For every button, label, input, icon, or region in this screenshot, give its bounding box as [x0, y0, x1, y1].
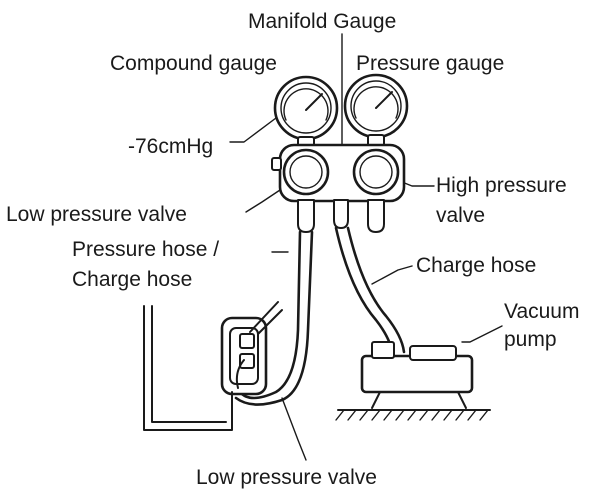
leader-low-pressure-valve [245, 185, 287, 213]
charge-hose [334, 226, 406, 354]
pressure-hose-label-line1: Pressure hose / [72, 238, 219, 261]
refrigerant-pipe [143, 305, 233, 431]
charge-hose-label: Charge hose [416, 254, 536, 277]
pressure-hose-label-line2: Charge hose [72, 268, 192, 291]
low-pressure-valve-bottom-label: Low pressure valve [196, 466, 377, 489]
pressure-gauge [343, 73, 409, 148]
hose-fittings [297, 199, 385, 233]
leader-lines [229, 33, 503, 461]
leader-vacuum-pump [461, 325, 503, 343]
manifold-gauge-label: Manifold Gauge [248, 10, 396, 33]
service-valve [220, 301, 283, 396]
low-pressure-hose [234, 230, 314, 406]
leader-charge-hose [371, 265, 413, 285]
compound-gauge-needle [305, 93, 323, 111]
high-pressure-cap [367, 199, 385, 233]
high-pressure-valve-label-line2: valve [436, 204, 485, 227]
compound-gauge-label: Compound gauge [110, 52, 277, 75]
low-pressure-valve-label: Low pressure valve [6, 203, 187, 226]
leader-vacuum-reading [229, 117, 277, 143]
manifold-body [271, 143, 406, 203]
vacuum-pump-label-line1: Vacuum [504, 300, 579, 323]
pressure-gauge-label: Pressure gauge [356, 52, 504, 75]
vacuum-reading-label: -76cmHg [128, 135, 213, 158]
pressure-gauge-needle [375, 91, 393, 109]
service-valve-stem [249, 301, 279, 333]
vacuum-pump [335, 341, 491, 421]
vacuum-pump-label-line2: pump [504, 328, 557, 351]
high-pressure-valve-label-line1: High pressure [436, 174, 567, 197]
compound-gauge [273, 75, 339, 150]
leader-low-pressure-valve-bottom [281, 397, 307, 461]
